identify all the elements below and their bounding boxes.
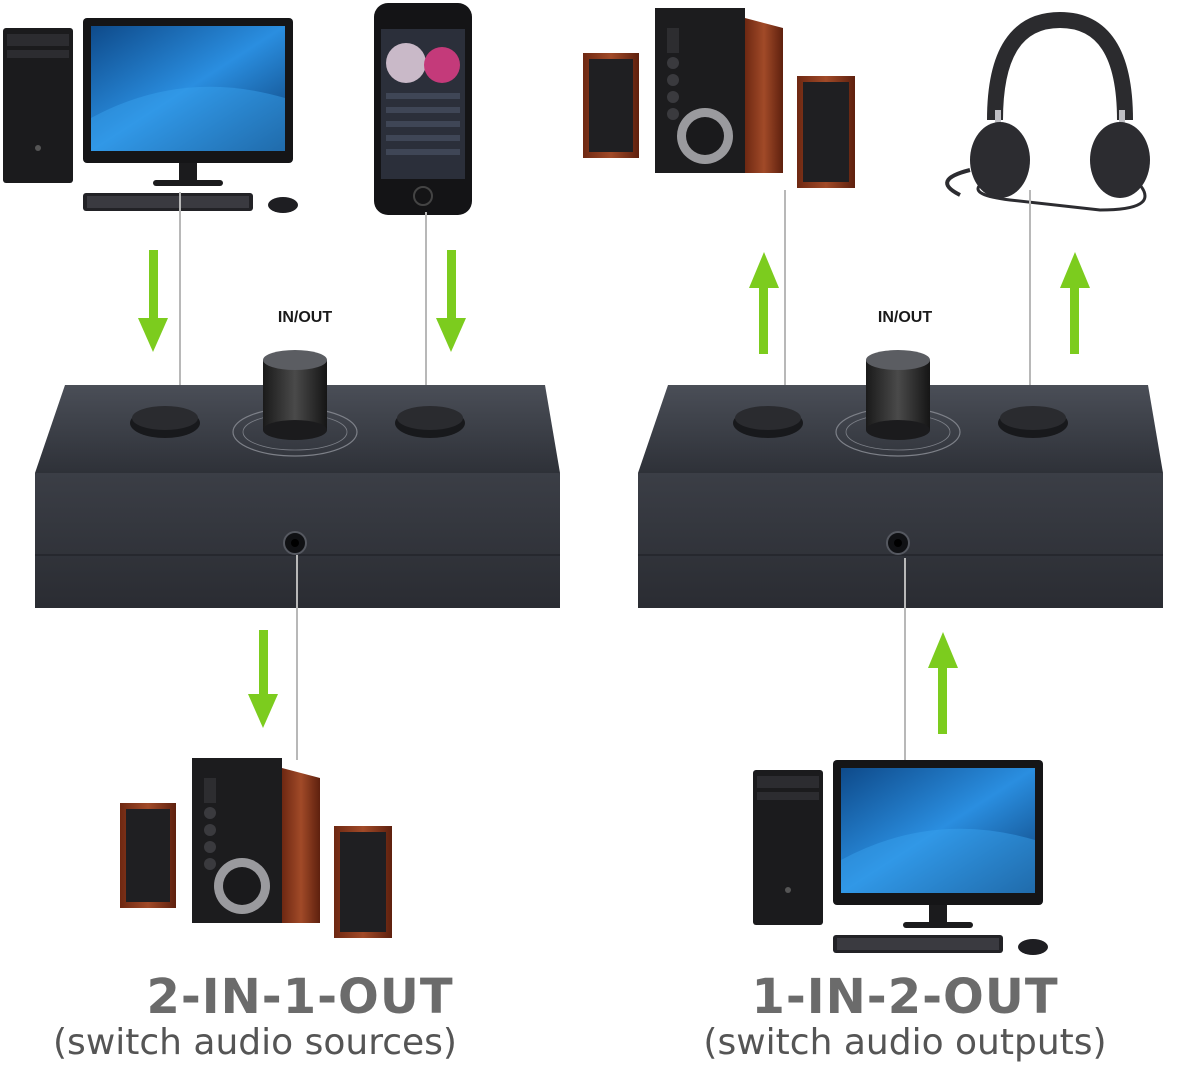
- mode-title: 1-IN-2-OUT: [751, 969, 1059, 1025]
- desktop-computer-icon: [3, 18, 298, 213]
- speaker-system-icon: [120, 758, 392, 938]
- mode-subtitle: (switch audio outputs): [703, 1022, 1107, 1063]
- speaker-system-icon: [583, 8, 855, 188]
- knob-label: IN/OUT: [877, 309, 933, 326]
- arrow-up-icon: [928, 632, 958, 734]
- arrow-down-icon: [138, 250, 168, 352]
- desktop-computer-icon: [753, 760, 1048, 955]
- arrow-down-icon: [436, 250, 466, 352]
- mode-title: 2-IN-1-OUT: [146, 969, 454, 1025]
- arrow-up-icon: [749, 252, 779, 354]
- arrow-up-icon: [1060, 252, 1090, 354]
- arrow-down-icon: [248, 630, 278, 728]
- mode-subtitle: (switch audio sources): [53, 1022, 457, 1063]
- headphones-icon: [947, 20, 1150, 210]
- smartphone-icon: [373, 2, 473, 216]
- audio-switch-box: [637, 349, 1164, 609]
- left-diagram: [3, 2, 561, 938]
- signal-arrows: [138, 250, 466, 728]
- signal-arrows: [749, 252, 1090, 734]
- right-diagram: [583, 8, 1164, 955]
- knob-label: IN/OUT: [277, 309, 333, 326]
